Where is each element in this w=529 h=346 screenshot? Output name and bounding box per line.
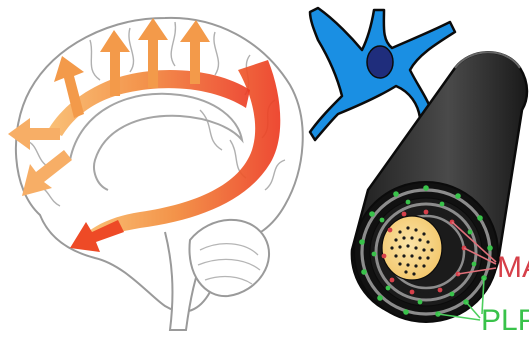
myelin-cross-section: [354, 182, 498, 322]
axon-diagram: MA PLP: [310, 8, 529, 337]
brain-diagram: [8, 18, 303, 330]
plp-label: PLP: [481, 304, 529, 337]
cerebellum: [189, 220, 269, 296]
ma-label: MA: [497, 251, 529, 284]
cell-nucleus: [367, 46, 393, 78]
